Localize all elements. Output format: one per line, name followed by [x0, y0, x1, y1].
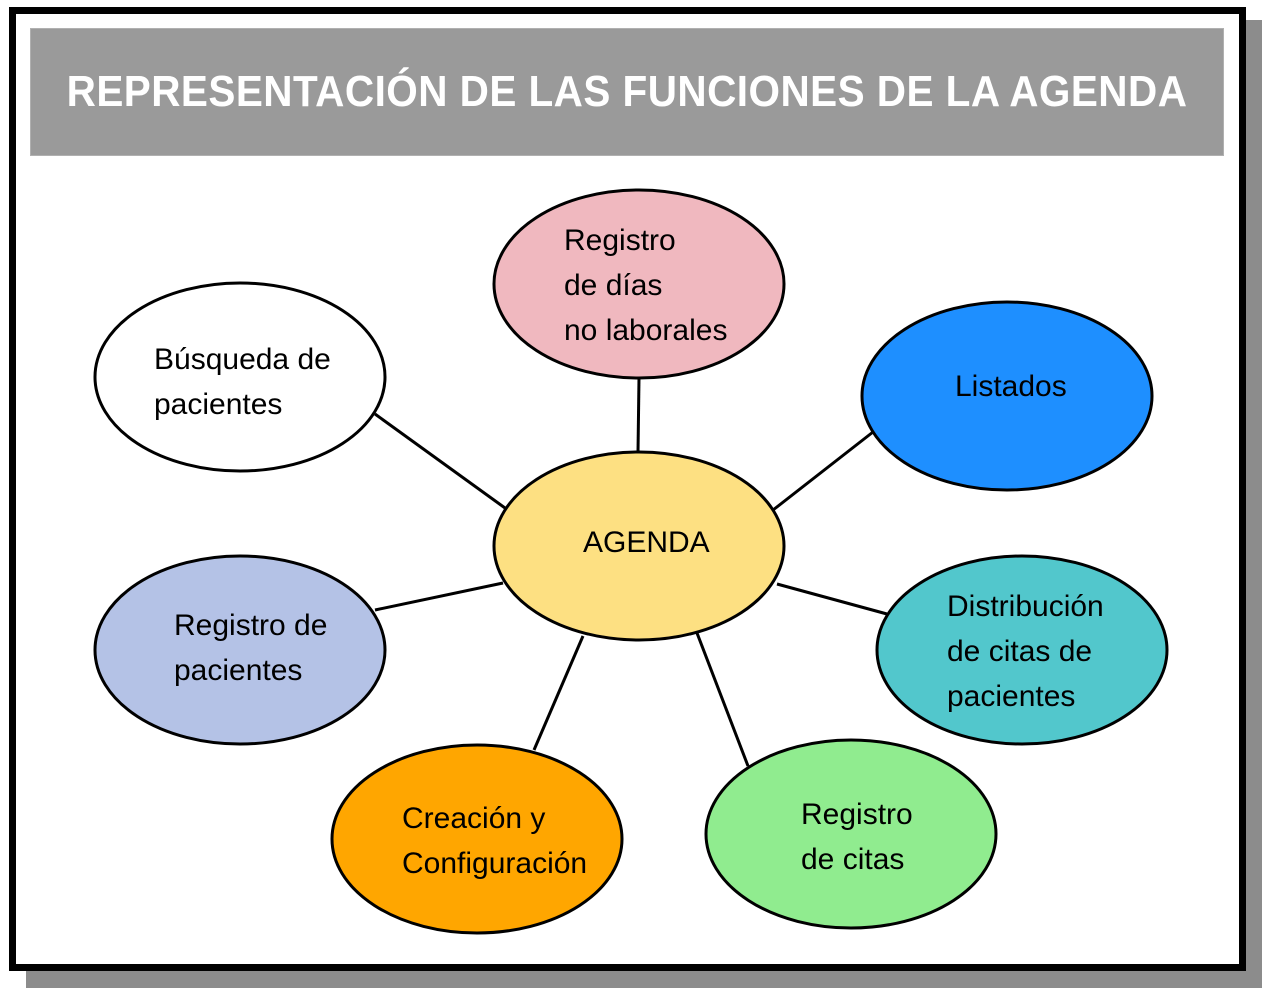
title-band: REPRESENTACIÓN DE LAS FUNCIONES DE LA AG…	[30, 28, 1224, 156]
node-ellipse	[704, 738, 998, 930]
node-creacion-configuracion: Creación y Configuración	[330, 743, 624, 935]
node-ellipse	[330, 743, 624, 935]
node-label-line: pacientes	[154, 388, 282, 421]
node-ellipse	[860, 300, 1154, 492]
node-registro-dias: Registro de días no laborales	[492, 188, 786, 380]
node-label-line: de citas	[801, 843, 904, 876]
node-registro-citas: Registro de citas	[704, 738, 998, 930]
center-node: AGENDA	[492, 450, 786, 642]
center-label: AGENDA	[583, 526, 710, 559]
node-label-line: Registro de	[174, 609, 327, 642]
node-ellipse	[93, 281, 387, 473]
connector-registro-citas	[695, 632, 750, 767]
connector-registro-dias	[636, 377, 641, 453]
connector-distribucion-citas	[776, 582, 888, 616]
node-label-line: Distribución	[947, 590, 1104, 623]
node-label-line: pacientes	[174, 654, 302, 687]
node-ellipse	[93, 554, 387, 746]
connector-creacion-configuracion	[532, 635, 585, 751]
node-listados: Listados	[860, 300, 1154, 492]
node-distribucion-citas: Distribución de citas de pacientes	[875, 554, 1169, 746]
node-label-line: Configuración	[402, 847, 587, 880]
connector-registro-pacientes	[374, 581, 504, 612]
connector-busqueda-pacientes	[374, 412, 506, 510]
page-title: REPRESENTACIÓN DE LAS FUNCIONES DE LA AG…	[66, 67, 1188, 116]
node-ellipse	[875, 554, 1169, 746]
node-ellipse	[492, 188, 786, 380]
connectors	[374, 377, 888, 767]
connector-listados	[772, 430, 874, 512]
node-label-line: Registro	[564, 224, 676, 257]
node-registro-pacientes: Registro de pacientes	[93, 554, 387, 746]
node-label-line: Creación y	[402, 802, 545, 835]
node-label-line: Registro	[801, 798, 913, 831]
node-label-line: de días	[564, 269, 662, 302]
center-ellipse	[492, 450, 786, 642]
node-busqueda-pacientes: Búsqueda de pacientes	[93, 281, 387, 473]
node-label-line: pacientes	[947, 680, 1075, 713]
node-label-line: Búsqueda de	[154, 343, 331, 376]
node-label-line: no laborales	[564, 314, 727, 347]
node-label-line: Listados	[955, 370, 1067, 403]
node-label-line: de citas de	[947, 635, 1092, 668]
